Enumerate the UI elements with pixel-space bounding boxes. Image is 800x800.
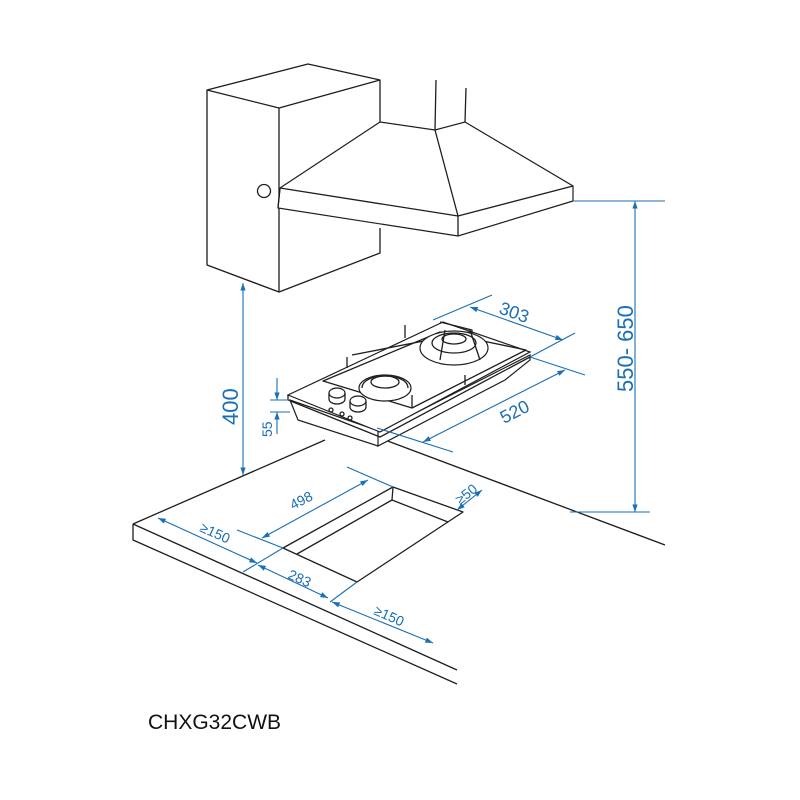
- knob-icon: [256, 183, 272, 199]
- hob-height-label: 55: [259, 421, 275, 437]
- cutout-length-label: 498: [287, 488, 315, 513]
- range-hood: [277, 79, 574, 237]
- hob-depth-label: 303: [497, 298, 532, 327]
- left-clearance-label: ≥150: [198, 519, 233, 546]
- hob-width-label: 520: [497, 396, 533, 427]
- dimension-lines: [157, 200, 665, 644]
- gas-hob: [286, 321, 532, 447]
- model-number: CHXG32CWB: [148, 711, 282, 734]
- back-clearance-label: ≥50: [452, 480, 480, 507]
- countertop: [132, 439, 666, 685]
- cabinet-clearance-label: 400: [218, 388, 243, 425]
- cutout-width-label: 283: [286, 566, 314, 590]
- hood-height-label: 550- 650: [613, 305, 638, 392]
